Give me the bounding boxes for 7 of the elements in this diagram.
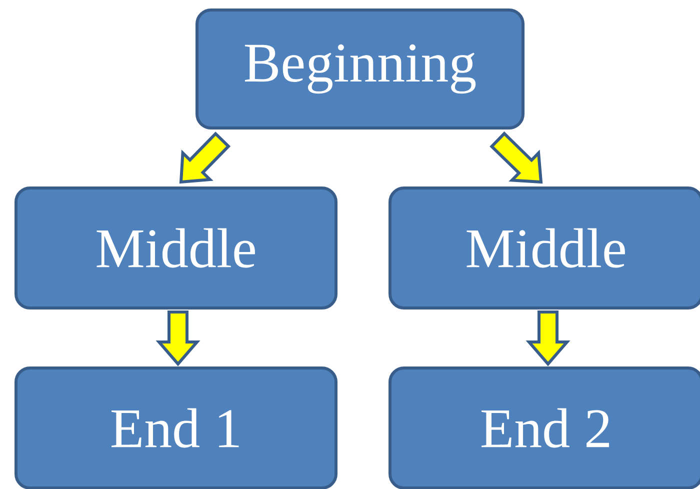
block-arrow xyxy=(156,310,200,366)
process-box: Middle xyxy=(14,186,338,310)
process-box: End 1 xyxy=(14,366,338,489)
process-box: Middle xyxy=(388,186,700,310)
process-box: End 2 xyxy=(388,366,700,489)
process-box: Beginning xyxy=(196,8,524,130)
block-arrow xyxy=(526,310,570,366)
